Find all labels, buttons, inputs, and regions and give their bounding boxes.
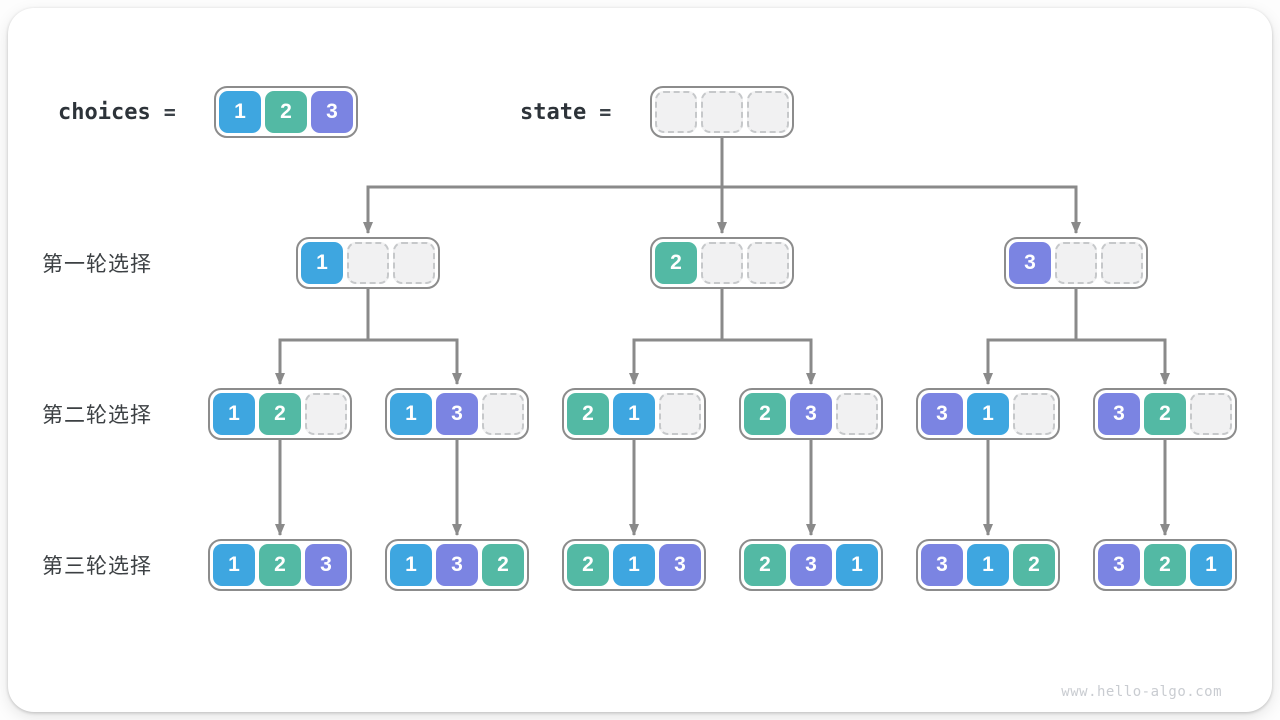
empty-cell bbox=[1055, 242, 1097, 284]
value-cell: 2 bbox=[1144, 393, 1186, 435]
value-cell: 1 bbox=[967, 393, 1009, 435]
value-cell: 1 bbox=[301, 242, 343, 284]
value-cell: 2 bbox=[655, 242, 697, 284]
value-cell: 1 bbox=[613, 544, 655, 586]
value-cell: 1 bbox=[836, 544, 878, 586]
value-cell: 2 bbox=[1144, 544, 1186, 586]
choices-expression: choices = bbox=[58, 86, 176, 138]
value-cell: 3 bbox=[790, 544, 832, 586]
value-cell: 3 bbox=[436, 393, 478, 435]
value-cell: 1 bbox=[213, 393, 255, 435]
empty-cell bbox=[747, 242, 789, 284]
state-node: 1 bbox=[296, 237, 440, 289]
value-cell: 3 bbox=[1098, 544, 1140, 586]
value-cell: 3 bbox=[921, 544, 963, 586]
empty-cell bbox=[305, 393, 347, 435]
state-expression: state = bbox=[520, 86, 611, 138]
value-cell: 2 bbox=[744, 544, 786, 586]
empty-cell bbox=[659, 393, 701, 435]
empty-cell bbox=[836, 393, 878, 435]
row-label-round-3: 第三轮选择 bbox=[42, 555, 152, 578]
value-cell: 3 bbox=[790, 393, 832, 435]
empty-cell bbox=[701, 91, 743, 133]
state-node: 2 bbox=[650, 237, 794, 289]
value-cell: 3 bbox=[1098, 393, 1140, 435]
value-cell: 3 bbox=[305, 544, 347, 586]
empty-cell bbox=[1190, 393, 1232, 435]
empty-cell bbox=[747, 91, 789, 133]
value-cell: 2 bbox=[259, 393, 301, 435]
row-label-round-1: 第一轮选择 bbox=[42, 253, 152, 276]
value-cell: 1 bbox=[219, 91, 261, 133]
empty-cell bbox=[347, 242, 389, 284]
row-label-round-2: 第二轮选择 bbox=[42, 404, 152, 427]
state-node: 3 bbox=[1004, 237, 1148, 289]
value-cell: 2 bbox=[567, 544, 609, 586]
empty-cell bbox=[655, 91, 697, 133]
value-cell: 3 bbox=[659, 544, 701, 586]
empty-cell bbox=[701, 242, 743, 284]
value-cell: 3 bbox=[436, 544, 478, 586]
value-cell: 2 bbox=[482, 544, 524, 586]
value-cell: 1 bbox=[390, 393, 432, 435]
state-box bbox=[650, 86, 794, 138]
value-cell: 3 bbox=[1009, 242, 1051, 284]
choices-label: choices bbox=[58, 99, 151, 125]
watermark: www.hello-algo.com bbox=[1061, 684, 1222, 700]
state-label: state bbox=[520, 99, 587, 125]
value-cell: 1 bbox=[967, 544, 1009, 586]
value-cell: 2 bbox=[567, 393, 609, 435]
value-cell: 3 bbox=[311, 91, 353, 133]
empty-cell bbox=[1101, 242, 1143, 284]
value-cell: 1 bbox=[1190, 544, 1232, 586]
value-cell: 2 bbox=[259, 544, 301, 586]
empty-cell bbox=[393, 242, 435, 284]
value-cell: 1 bbox=[390, 544, 432, 586]
empty-cell bbox=[1013, 393, 1055, 435]
equals-sign: = bbox=[599, 100, 612, 124]
value-cell: 3 bbox=[921, 393, 963, 435]
value-cell: 2 bbox=[744, 393, 786, 435]
value-cell: 2 bbox=[265, 91, 307, 133]
value-cell: 1 bbox=[613, 393, 655, 435]
value-cell: 1 bbox=[213, 544, 255, 586]
empty-cell bbox=[482, 393, 524, 435]
value-cell: 2 bbox=[1013, 544, 1055, 586]
equals-sign: = bbox=[163, 100, 176, 124]
